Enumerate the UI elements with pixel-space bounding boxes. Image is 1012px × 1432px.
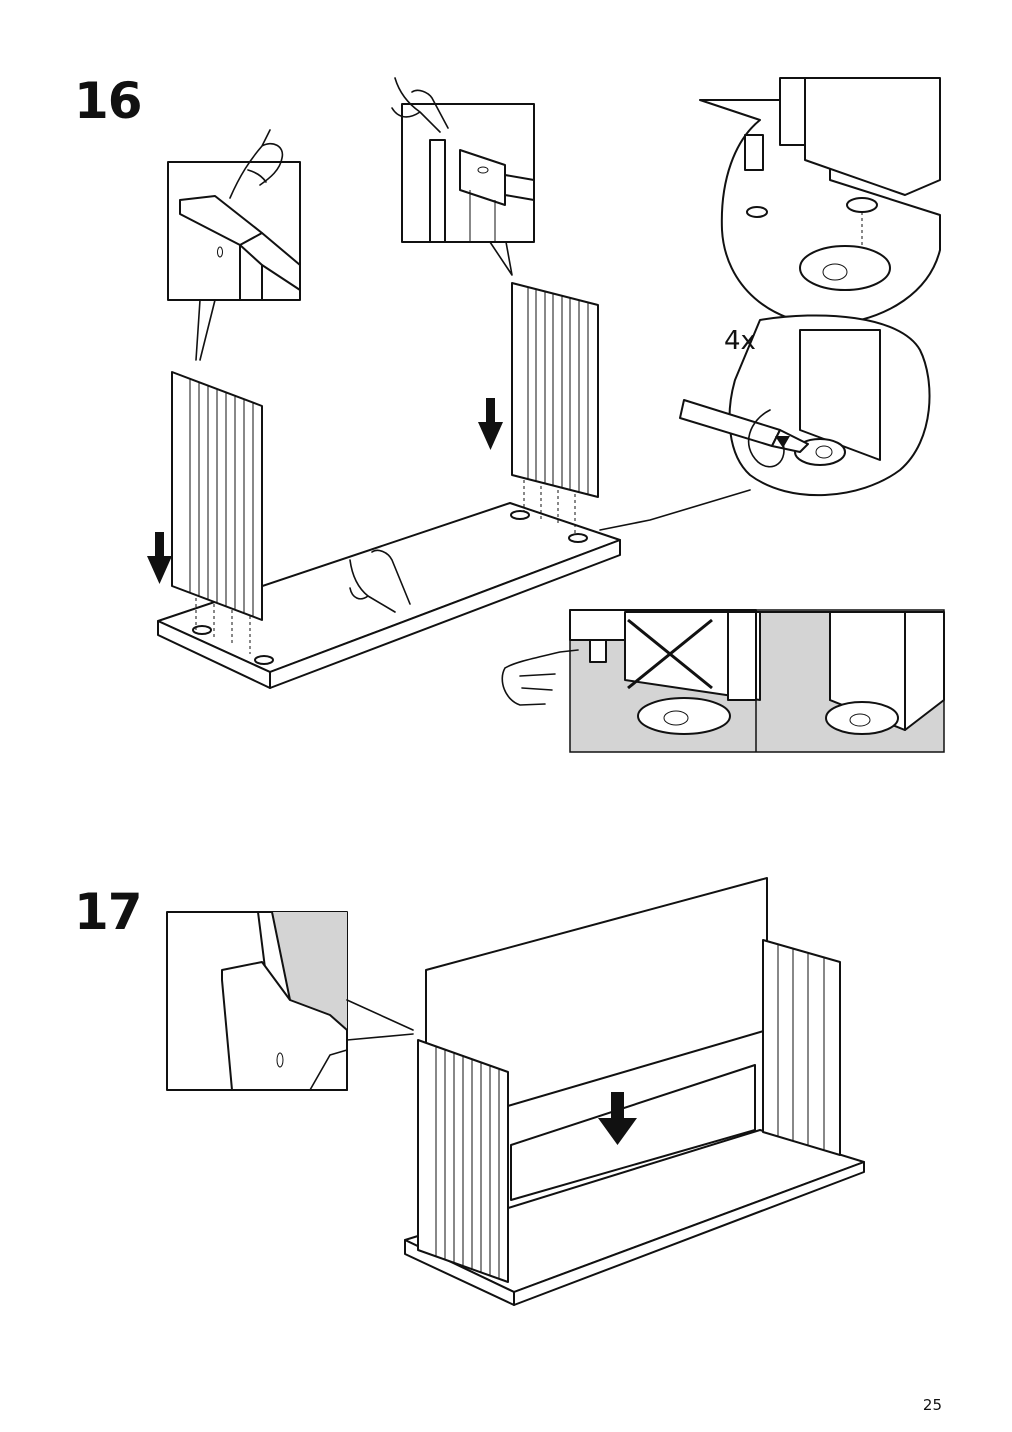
wrong-cross-icon (627, 618, 713, 690)
pointing-hand-icon (501, 649, 579, 706)
back-panel (425, 877, 768, 1201)
detail-circle-top (699, 77, 941, 326)
base-panel-step17 (404, 1129, 865, 1306)
down-arrow-icon (478, 398, 503, 450)
right-side-panel-step17 (762, 939, 841, 1156)
step-16-illustration (147, 77, 945, 753)
page-number: 25 (922, 1396, 942, 1414)
pointing-hand-icon (349, 549, 411, 613)
detail-circle-screw (599, 314, 931, 531)
detail-box-middle (401, 103, 535, 276)
detail-box-step17 (166, 911, 414, 1091)
pointing-hand-icon (229, 129, 284, 199)
rotate-arrow-icon (747, 409, 790, 468)
down-arrow-icon (147, 532, 172, 584)
detail-box-left (167, 161, 301, 361)
left-side-panel (171, 371, 263, 654)
base-panel (157, 502, 621, 689)
screwdriver-icon (679, 399, 809, 453)
down-arrow-icon (598, 1092, 637, 1145)
quantity-label: 4x (724, 326, 756, 356)
pointing-hand-icon (391, 77, 449, 133)
step-17-number: 17 (74, 883, 143, 941)
step-16-number: 16 (74, 72, 143, 130)
right-side-panel (511, 282, 599, 534)
comparison-box (569, 609, 945, 753)
left-side-panel-step17 (417, 1039, 509, 1283)
